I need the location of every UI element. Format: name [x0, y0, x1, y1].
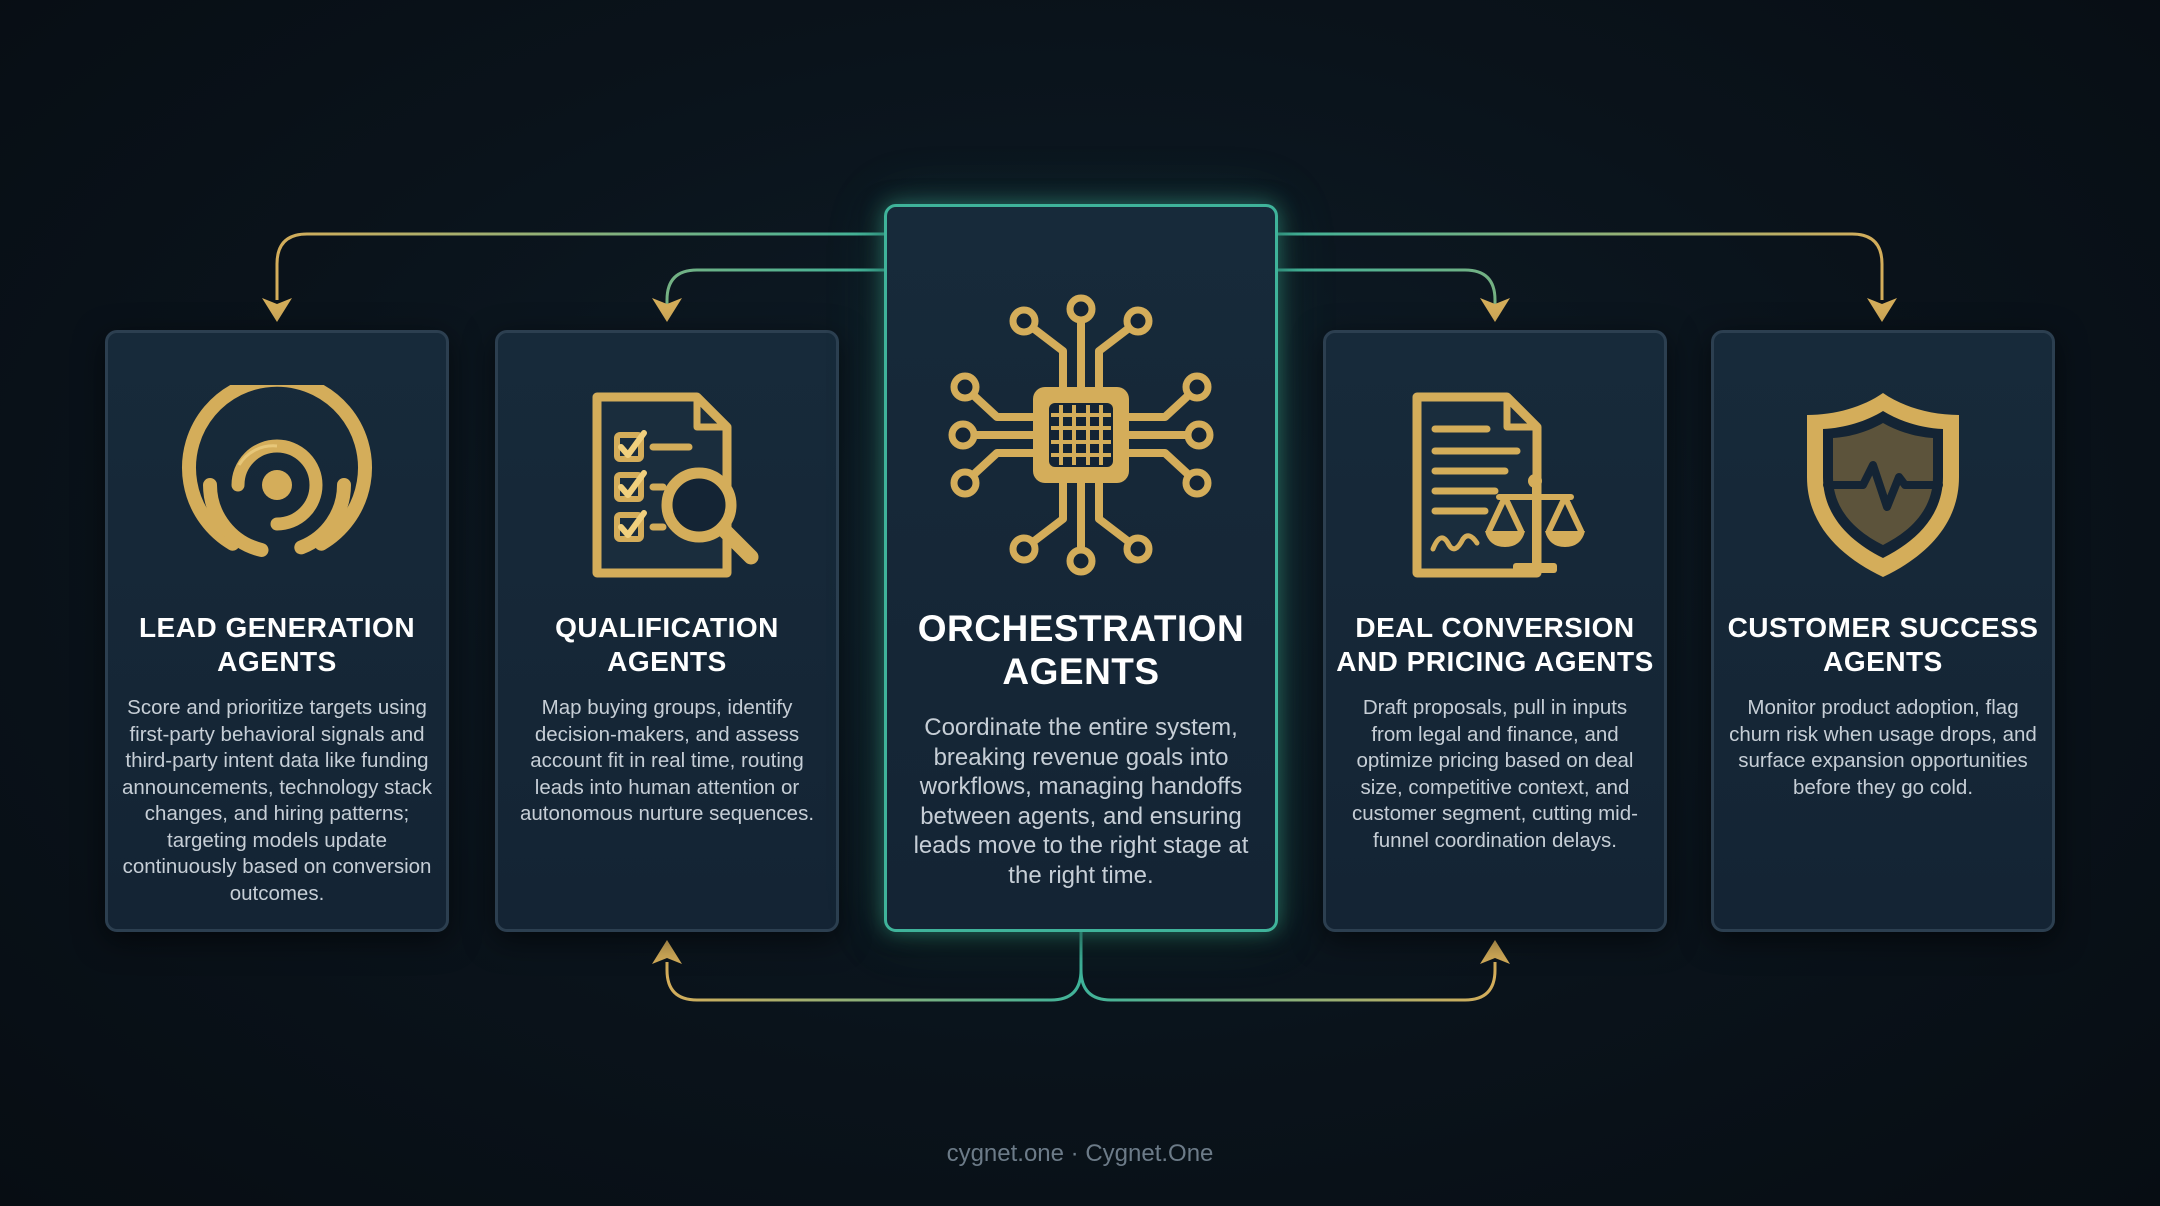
- card-customer-success: CUSTOMER SUCCESS AGENTS Monitor product …: [1711, 330, 2055, 932]
- card-description: Draft proposals, pull in inputs from leg…: [1352, 696, 1638, 852]
- card-title: DEAL CONVERSION AND PRICING AGENTS: [1336, 612, 1654, 677]
- connector-to-deal-conversion: [1278, 268, 1497, 305]
- card-lead-generation: LEAD GENERATION AGENTS Score and priorit…: [105, 330, 449, 932]
- card-description: Monitor product adoption, flag churn ris…: [1729, 696, 2037, 799]
- card-description: Score and prioritize targets using first…: [122, 696, 432, 905]
- checklist-magnifier-icon: [592, 392, 759, 578]
- radar-target-icon: [182, 385, 372, 557]
- arrowhead-down: [1480, 298, 1510, 322]
- card-qualification: QUALIFICATION AGENTS Map buying groups, …: [495, 330, 839, 932]
- card-title: QUALIFICATION AGENTS: [555, 612, 779, 677]
- connector-bottom-to-qualification: [665, 932, 1083, 1002]
- card-description: Coordinate the entire system, breaking r…: [913, 714, 1249, 889]
- card-orchestration: ORCHESTRATION AGENTS Coordinate the enti…: [884, 204, 1278, 932]
- arrowhead-down: [262, 298, 292, 322]
- connector-to-lead-generation: [275, 232, 884, 300]
- card-deal-conversion: DEAL CONVERSION AND PRICING AGENTS Draft…: [1323, 330, 1667, 932]
- arrowhead-down: [652, 298, 682, 322]
- card-title: ORCHESTRATION AGENTS: [917, 608, 1245, 692]
- card-title: LEAD GENERATION AGENTS: [138, 612, 416, 677]
- card-description: Map buying groups, identify decision-mak…: [519, 696, 815, 825]
- contract-scales-icon: [1412, 392, 1585, 578]
- arrowhead-up: [1480, 940, 1510, 964]
- footer-source: cygnet.one · Cygnet.One: [946, 1140, 1214, 1167]
- shield-heartbeat-icon: [1807, 393, 1959, 577]
- arrowhead-up: [652, 940, 682, 964]
- connector-to-qualification: [665, 268, 884, 305]
- circuit-chip-icon: [948, 294, 1214, 576]
- connector-bottom-to-deal-conversion: [1079, 932, 1497, 1002]
- arrowhead-down: [1867, 298, 1897, 322]
- connector-to-customer-success: [1278, 232, 1884, 300]
- card-title: CUSTOMER SUCCESS AGENTS: [1727, 612, 2039, 677]
